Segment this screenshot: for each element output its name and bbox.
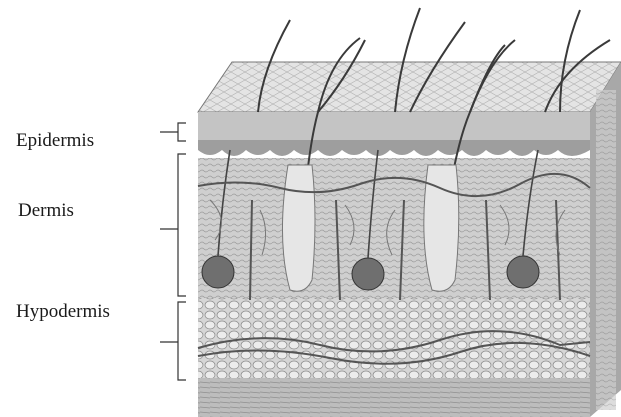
epidermis-label: Epidermis bbox=[16, 130, 94, 152]
layer-brackets bbox=[160, 123, 186, 380]
muscle-layer bbox=[198, 378, 590, 417]
hypodermis-label: Hypodermis bbox=[16, 301, 110, 323]
dermis-label: Dermis bbox=[18, 200, 74, 222]
